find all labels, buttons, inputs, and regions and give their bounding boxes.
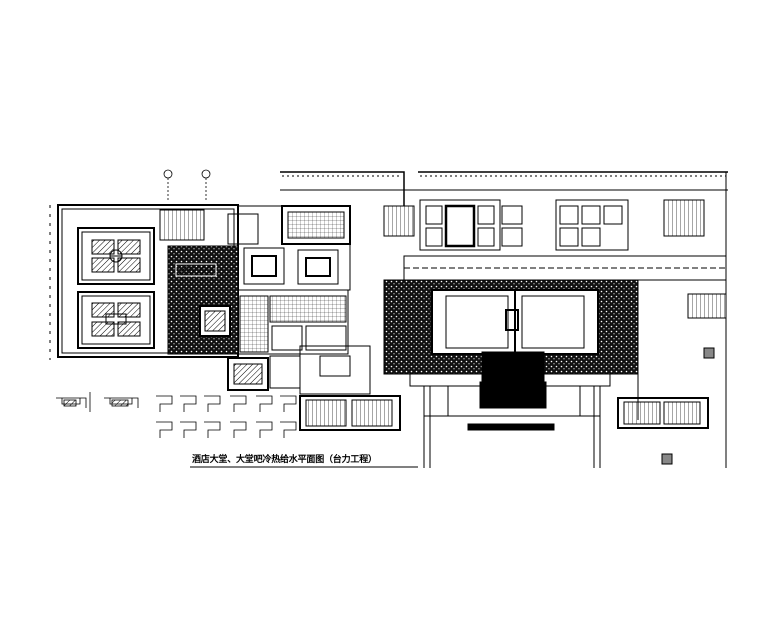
stair-south	[299, 395, 401, 431]
ballroom-upper	[77, 227, 155, 285]
lobby-floor-west	[167, 245, 239, 355]
room-south-west	[227, 357, 269, 391]
ballroom-lower	[77, 291, 155, 349]
escalator-east	[687, 293, 727, 319]
entrance-canopy	[409, 373, 611, 468]
detail-legend	[56, 392, 297, 438]
stair-west	[159, 209, 205, 241]
grid-markers	[163, 169, 211, 200]
bar-lounge	[237, 289, 349, 355]
drawing-caption: 酒店大堂、大堂吧冷热给水平面图（台力工程）	[192, 455, 377, 465]
elevator-bank	[419, 199, 629, 251]
